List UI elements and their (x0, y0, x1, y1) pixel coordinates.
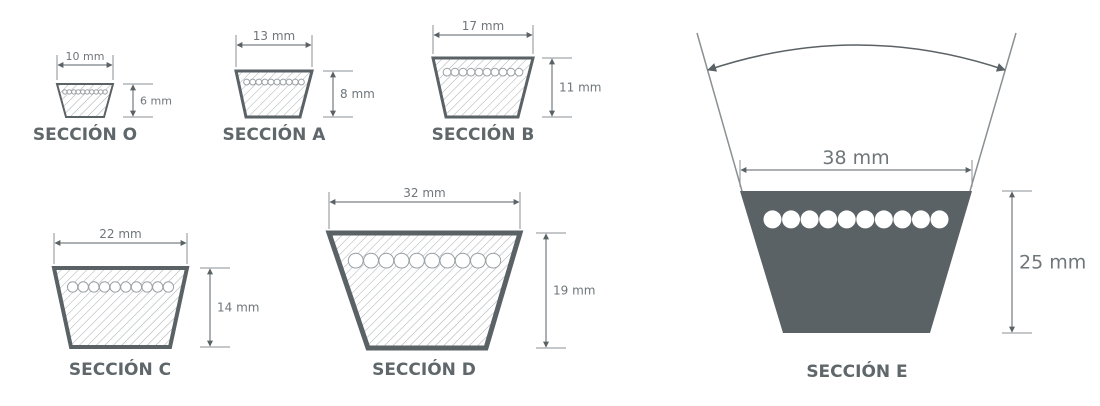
cord (93, 89, 99, 95)
cord (98, 281, 111, 293)
cord (62, 89, 68, 95)
cord (120, 281, 132, 293)
height-label: 25 mm (1019, 252, 1086, 274)
cord (77, 281, 89, 293)
cord (893, 210, 912, 229)
cord (162, 281, 175, 293)
cord (109, 281, 121, 293)
cord (297, 78, 305, 86)
belt-profile (55, 83, 115, 118)
cord (408, 252, 425, 269)
cord (89, 89, 95, 95)
belt-profile (740, 191, 972, 333)
cord (66, 89, 72, 95)
cord (102, 89, 108, 95)
cord (782, 210, 801, 229)
section-label: SECCIÓN O (33, 123, 137, 145)
cord (470, 252, 486, 269)
cord (458, 67, 468, 77)
cord (490, 67, 500, 77)
section-e: 38 mm 25 mm SECCIÓN E (696, 32, 1086, 382)
section-label: SECCIÓN E (806, 360, 907, 382)
cord (819, 210, 838, 229)
cord (424, 252, 441, 269)
width-label: 10 mm (66, 50, 105, 63)
height-label: 8 mm (340, 87, 375, 101)
section-label: SECCIÓN A (223, 123, 327, 145)
belt-profile (431, 56, 535, 119)
section-label: SECCIÓN D (372, 358, 476, 380)
section-label: SECCIÓN C (69, 358, 171, 380)
cord (141, 281, 153, 293)
cord (837, 210, 856, 229)
cord (454, 252, 471, 269)
cord (378, 252, 395, 269)
cord (911, 210, 930, 229)
cord (474, 67, 484, 77)
belt-profile (51, 266, 190, 349)
cord (763, 210, 782, 229)
cord (267, 78, 275, 86)
cord (291, 78, 299, 86)
cord (130, 281, 143, 293)
section-a: 13 mm 8 mm SECCIÓN A (223, 29, 375, 145)
cord (393, 252, 410, 269)
cord (485, 252, 502, 269)
cord (498, 67, 508, 77)
cord (273, 78, 281, 86)
cord (71, 89, 77, 95)
height-label: 19 mm (553, 284, 595, 298)
cord (450, 67, 460, 77)
section-c: 22 mm 14 mm SECCIÓN C (51, 227, 259, 380)
cord (442, 67, 452, 77)
cord (514, 67, 524, 77)
height-label: 6 mm (140, 94, 172, 107)
section-d: 32 mm 19 mm SECCIÓN D (325, 186, 595, 380)
cord (249, 78, 257, 86)
cord (800, 210, 819, 229)
sheave-left-line (696, 32, 743, 192)
width-label: 22 mm (99, 227, 141, 241)
cord (506, 67, 516, 77)
width-label: 17 mm (462, 19, 504, 33)
cord (152, 281, 164, 293)
angle-arc (707, 44, 1006, 72)
cord (80, 89, 86, 95)
section-b: 17 mm 11 mm SECCIÓN B (431, 19, 601, 145)
cord (66, 281, 79, 293)
cord (363, 252, 379, 269)
width-label: 13 mm (253, 29, 295, 43)
cord (347, 252, 364, 269)
cord (874, 210, 893, 229)
cord (243, 78, 251, 86)
cord (482, 67, 492, 77)
cord (98, 89, 104, 95)
cord (856, 210, 875, 229)
belt-profile (325, 230, 524, 351)
cord (279, 78, 287, 86)
sheave-right-line (969, 32, 1017, 192)
cord (439, 252, 456, 269)
cord (930, 210, 949, 229)
cord (261, 78, 269, 86)
belt-profile (234, 69, 314, 119)
cord (88, 281, 100, 293)
cord (84, 89, 90, 95)
height-label: 14 mm (217, 301, 259, 315)
cord (466, 67, 476, 77)
section-label: SECCIÓN B (432, 123, 535, 145)
width-label: 32 mm (403, 186, 445, 200)
cord (75, 89, 81, 95)
height-label: 11 mm (559, 81, 601, 95)
cord (255, 78, 263, 86)
cord (285, 78, 293, 86)
section-o: 10 mm 6 mm SECCIÓN O (33, 50, 172, 145)
width-label: 38 mm (822, 147, 889, 169)
